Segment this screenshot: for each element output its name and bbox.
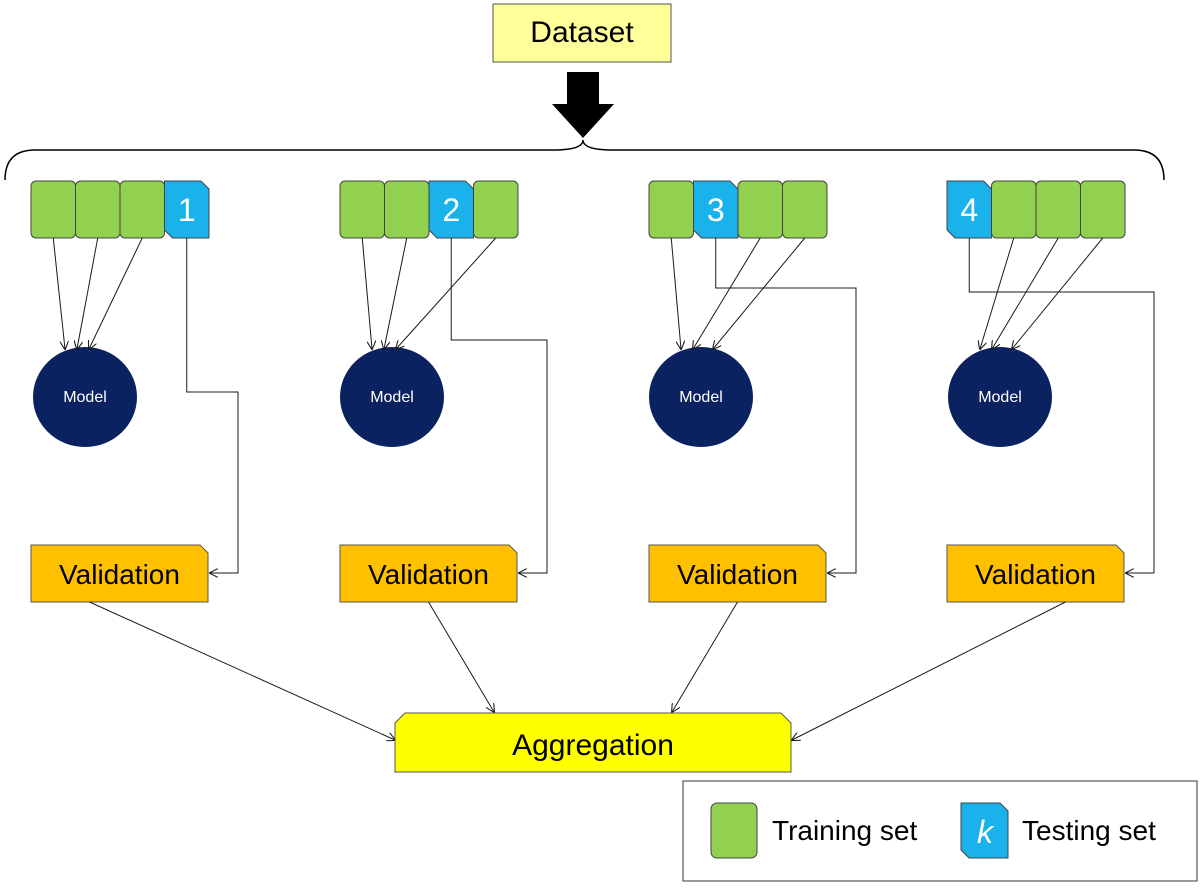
legend-testing-swatch: [960, 802, 1009, 859]
dataset-node: Dataset: [492, 3, 672, 63]
validation-label: Validation: [368, 559, 489, 590]
dataset-label: Dataset: [530, 16, 634, 49]
model-node: [649, 347, 753, 447]
training-segment: [1080, 180, 1126, 239]
testing-segment: [164, 180, 210, 239]
training-to-model-edge: [396, 237, 497, 349]
model-label: Model: [978, 389, 1022, 406]
training-to-model-edge: [980, 237, 1015, 349]
model-label: Model: [370, 389, 414, 406]
validation-label: Validation: [975, 559, 1096, 590]
testing-to-validation-edge: [450, 238, 548, 573]
testing-segment-number: 3: [707, 192, 725, 228]
training-segment: [648, 180, 694, 239]
training-segment: [991, 180, 1037, 239]
legend-testing-label: Testing set: [1022, 815, 1156, 846]
validation-label: Validation: [59, 559, 180, 590]
training-segment: [473, 180, 519, 239]
testing-to-validation-edge: [186, 238, 239, 573]
aggregation-label: Aggregation: [512, 729, 674, 762]
training-segment: [737, 180, 783, 239]
folds-brace: [4, 139, 1165, 181]
testing-segment: [428, 180, 474, 239]
testing-segment-number: 2: [442, 192, 460, 228]
testing-to-validation-edge: [715, 238, 857, 573]
model-label: Model: [679, 389, 723, 406]
validation-to-aggregation-edge: [89, 601, 396, 740]
training-to-model-edge: [384, 237, 408, 349]
training-segment: [1035, 180, 1081, 239]
testing-segment: [946, 180, 992, 239]
folds-layer: 1ModelValidation2ModelValidation3ModelVa…: [30, 180, 1155, 740]
training-segment: [339, 180, 385, 239]
training-to-model-edge: [52, 237, 65, 349]
testing-segment-number: 1: [178, 192, 196, 228]
validation-node: [30, 544, 209, 603]
training-to-model-edge: [361, 237, 372, 349]
training-to-model-edge: [77, 237, 99, 349]
legend-training-swatch: [710, 802, 758, 859]
training-segment: [782, 180, 828, 239]
legend: Training set k Testing set: [682, 780, 1198, 882]
testing-segment-number: 4: [960, 192, 978, 228]
training-to-model-edge: [992, 237, 1059, 349]
training-to-model-edge: [670, 237, 681, 349]
training-segment: [75, 180, 121, 239]
training-segment: [384, 180, 430, 239]
validation-label: Validation: [677, 559, 798, 590]
validation-to-aggregation-edge: [672, 601, 738, 712]
model-node: [340, 347, 444, 447]
validation-to-aggregation-edge: [792, 601, 1066, 740]
training-segment: [119, 180, 165, 239]
aggregation-node: Aggregation: [394, 712, 792, 773]
validation-node: [648, 544, 827, 603]
testing-to-validation-edge: [968, 238, 1155, 573]
split-arrow: [552, 72, 614, 138]
model-label: Model: [63, 389, 107, 406]
training-to-model-edge: [89, 237, 143, 349]
training-segment: [30, 180, 76, 239]
validation-node: [339, 544, 518, 603]
training-to-model-edge: [713, 237, 806, 349]
testing-segment: [693, 180, 739, 239]
legend-training-label: Training set: [772, 815, 917, 846]
validation-to-aggregation-edge: [428, 601, 495, 712]
legend-testing-symbol: k: [977, 814, 995, 850]
model-node: [948, 347, 1052, 447]
training-to-model-edge: [693, 237, 761, 349]
training-to-model-edge: [1012, 237, 1104, 349]
model-node: [33, 347, 137, 447]
validation-node: [946, 544, 1125, 603]
